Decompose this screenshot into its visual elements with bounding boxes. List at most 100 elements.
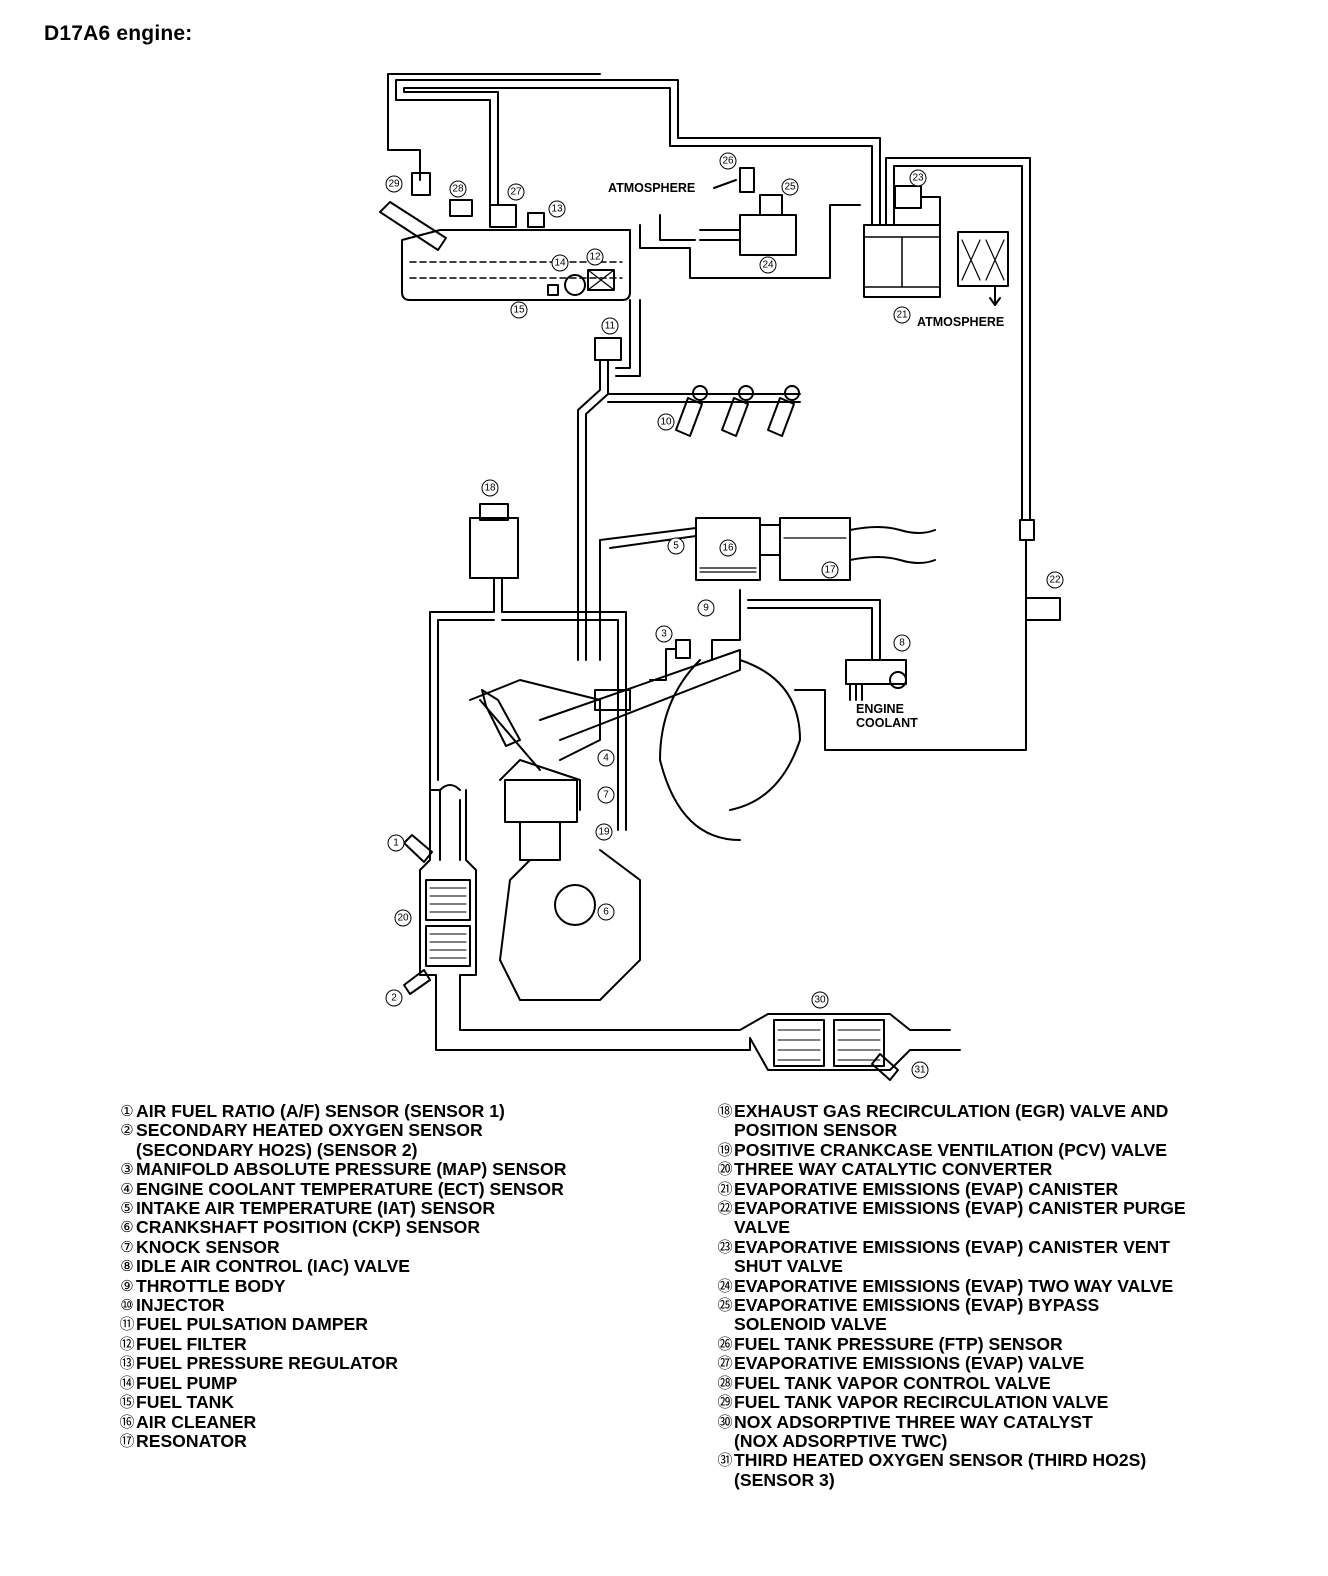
- callout-markers: 1 2 3 4 5 6 7 8 9 10 11 12 13 14 15 16 1…: [385, 152, 1064, 1079]
- legend-number: ⑳: [717, 1161, 733, 1179]
- callout-11: 11: [601, 317, 619, 335]
- callout-5: 5: [667, 537, 685, 555]
- svg-text:9: 9: [703, 603, 709, 614]
- legend-number: ⑥: [120, 1219, 134, 1237]
- svg-text:1: 1: [393, 838, 399, 849]
- svg-text:15: 15: [513, 305, 525, 316]
- svg-text:26: 26: [722, 156, 734, 167]
- svg-text:8: 8: [899, 638, 905, 649]
- air-cleaner: [599, 517, 936, 661]
- legend-number: ⑱: [717, 1103, 733, 1120]
- svg-text:21: 21: [896, 310, 908, 321]
- legend-text: CRANKSHAFT POSITION (CKP) SENSOR: [136, 1217, 481, 1238]
- callout-15: 15: [510, 301, 528, 319]
- page-title: D17A6 engine:: [44, 22, 193, 45]
- svg-text:24: 24: [762, 260, 774, 271]
- svg-text:25: 25: [784, 182, 796, 193]
- injectors: [675, 385, 800, 437]
- legend-text: FUEL PUMP: [136, 1372, 238, 1393]
- callout-12: 12: [586, 248, 604, 266]
- callout-6: 6: [597, 903, 615, 921]
- svg-text:13: 13: [551, 204, 563, 215]
- svg-text:4: 4: [603, 753, 609, 764]
- callout-18: 18: [481, 479, 499, 497]
- legend-number: ⑭: [119, 1374, 135, 1392]
- callout-7: 7: [597, 786, 615, 804]
- callout-9: 9: [697, 599, 715, 617]
- callout-19: 19: [595, 823, 613, 841]
- svg-text:16: 16: [722, 543, 734, 554]
- legend-text: INJECTOR: [136, 1295, 225, 1316]
- legend-number: ㉛: [717, 1452, 733, 1470]
- legend-text: POSITIVE CRANKCASE VENTILATION (PCV) VAL…: [734, 1139, 1168, 1160]
- svg-text:12: 12: [589, 252, 601, 263]
- nox-catalyst: [739, 1013, 961, 1081]
- atmosphere-label-top: ATMOSPHERE: [608, 181, 695, 195]
- svg-text:20: 20: [397, 913, 409, 924]
- svg-text:28: 28: [452, 184, 464, 195]
- callout-14: 14: [551, 254, 569, 272]
- svg-text:2: 2: [391, 993, 397, 1004]
- legend-number: ㉗: [717, 1355, 733, 1373]
- callout-2: 2: [385, 989, 403, 1007]
- fuel-feed-lines: [577, 299, 801, 661]
- legend-number: ⑮: [119, 1394, 135, 1412]
- legend-text: THIRD HEATED OXYGEN SENSOR (THIRD HO2S): [734, 1450, 1147, 1471]
- legend-text: EVAPORATIVE EMISSIONS (EVAP) CANISTER: [734, 1178, 1119, 1199]
- callout-24: 24: [759, 256, 777, 274]
- catalytic-converter-front: [403, 789, 751, 1051]
- legend-text: FUEL TANK VAPOR RECIRCULATION VALVE: [734, 1392, 1109, 1413]
- legend-number: ②: [120, 1122, 134, 1140]
- legend-number: ㉚: [717, 1413, 733, 1431]
- engine-coolant-label-2: COOLANT: [856, 716, 918, 730]
- legend-text: FUEL PULSATION DAMPER: [136, 1314, 368, 1335]
- svg-text:6: 6: [603, 907, 609, 918]
- legend-number: ⑰: [119, 1432, 135, 1450]
- legend-text-continued: POSITION SENSOR: [734, 1120, 898, 1141]
- legend-text: EVAPORATIVE EMISSIONS (EVAP) BYPASS: [734, 1295, 1100, 1316]
- legend-text: EVAPORATIVE EMISSIONS (EVAP) CANISTER VE…: [734, 1236, 1170, 1257]
- callout-23: 23: [909, 169, 927, 187]
- legend-text: NOX ADSORPTIVE THREE WAY CATALYST: [734, 1411, 1093, 1432]
- purge-valve: [1019, 519, 1061, 621]
- legend-text: IDLE AIR CONTROL (IAC) VALVE: [136, 1256, 410, 1277]
- legend-text: AIR CLEANER: [136, 1411, 257, 1432]
- svg-text:23: 23: [912, 173, 924, 184]
- intake-manifold: [539, 589, 1027, 841]
- atmosphere-label-right: ATMOSPHERE: [917, 315, 1004, 329]
- callout-3: 3: [655, 625, 673, 643]
- engine-block: [439, 679, 641, 1001]
- legend-number: ⑯: [119, 1413, 135, 1431]
- svg-text:31: 31: [914, 1065, 926, 1076]
- callout-13: 13: [548, 200, 566, 218]
- svg-text:19: 19: [598, 827, 610, 838]
- legend-number: ㉑: [717, 1180, 733, 1198]
- callout-30: 30: [811, 991, 829, 1009]
- tank-top-valves: [411, 172, 545, 228]
- legend-text-continued: (SENSOR 3): [734, 1469, 835, 1490]
- legend-text: FUEL TANK: [136, 1392, 235, 1413]
- callout-1: 1: [387, 834, 405, 852]
- vapor-line-top: [387, 73, 1031, 521]
- legend-text-continued: VALVE: [734, 1217, 791, 1238]
- legend-text: EVAPORATIVE EMISSIONS (EVAP) CANISTER PU…: [734, 1198, 1186, 1219]
